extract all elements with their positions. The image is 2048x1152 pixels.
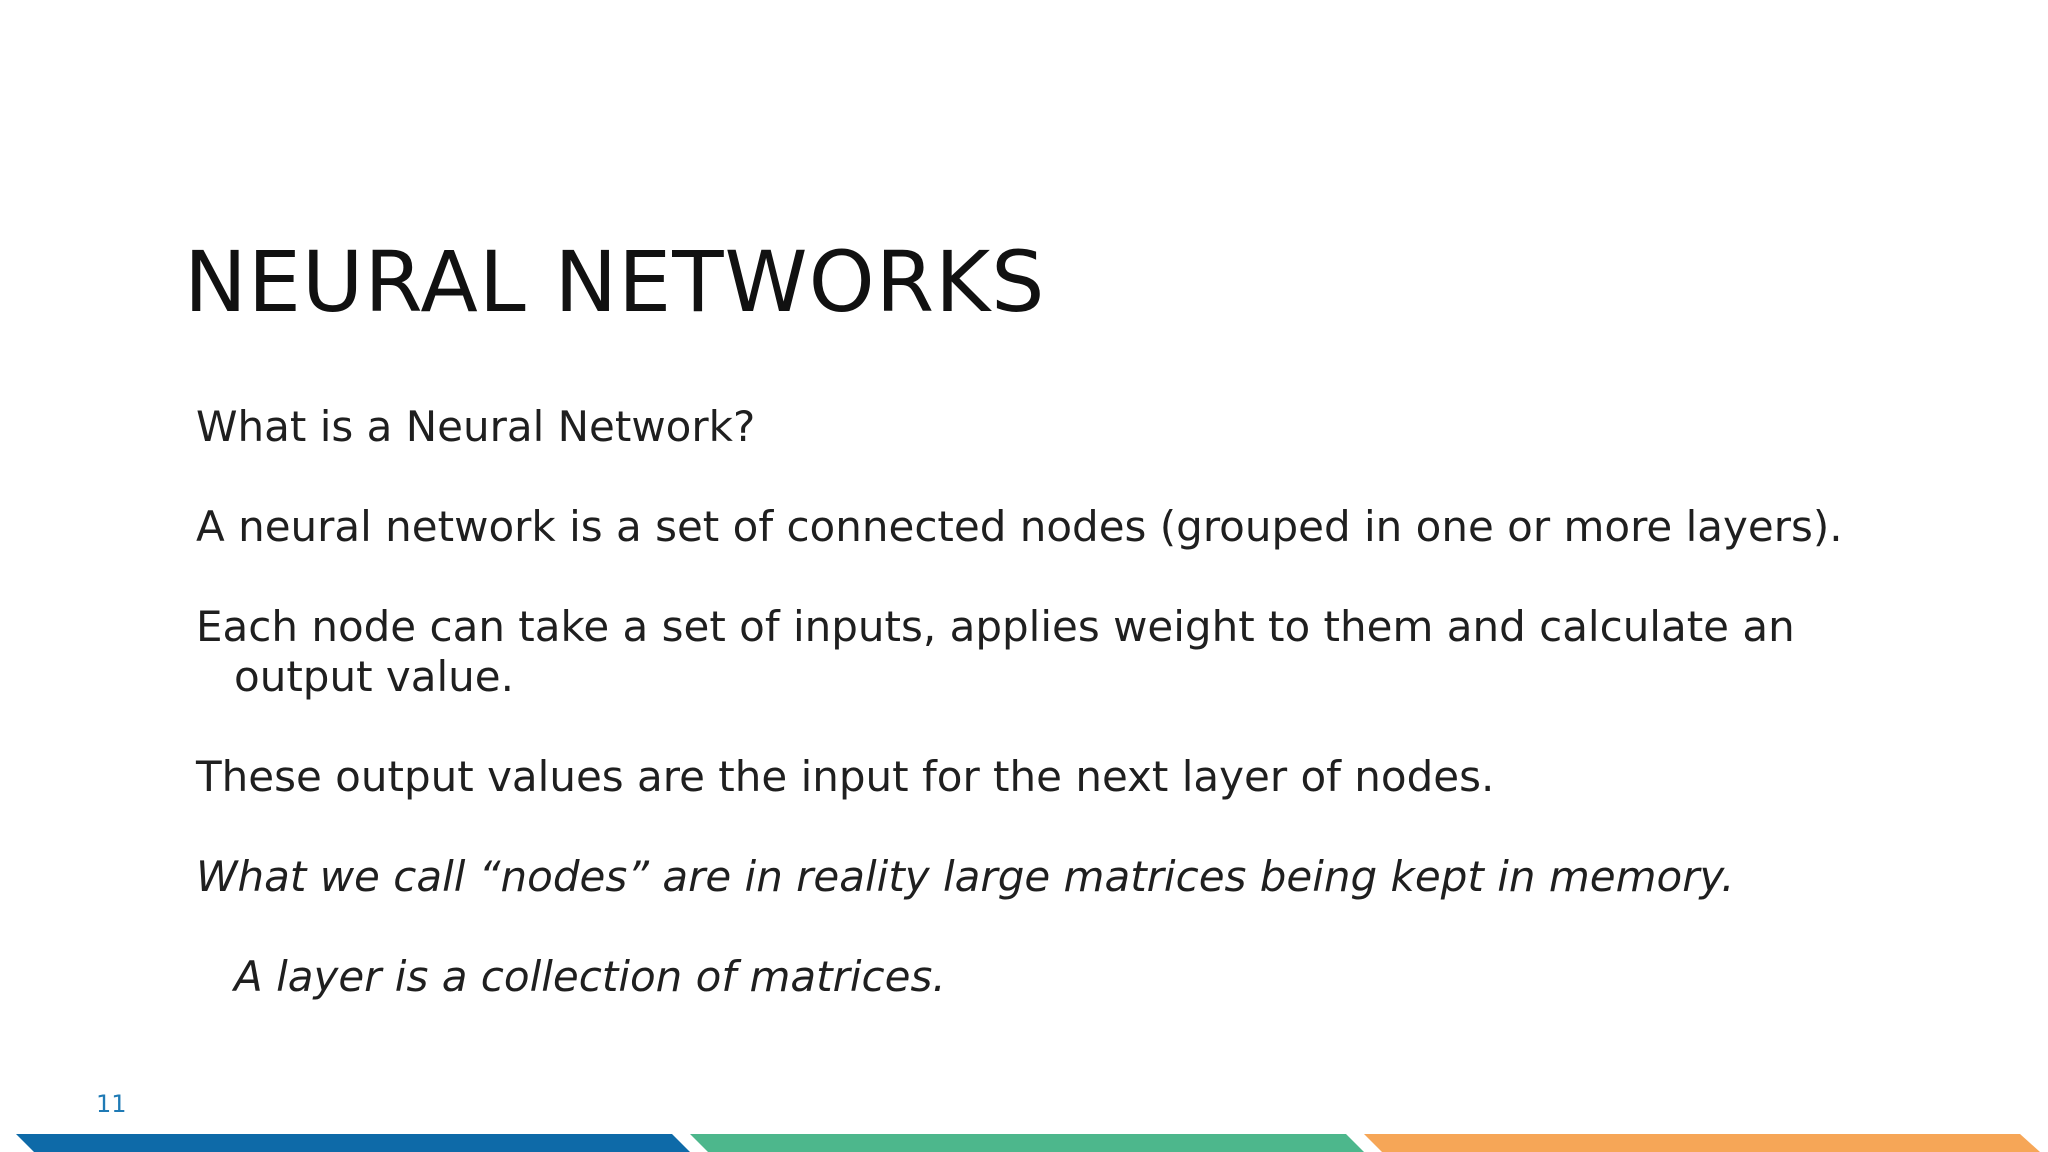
paragraph-nodes-note: What we call “nodes” are in reality larg…	[196, 852, 1735, 901]
paragraph-node-function: Each node can take a set of inputs, appl…	[196, 602, 1795, 701]
page-number: 11	[96, 1090, 127, 1118]
paragraph-layer-inputs: These output values are the input for th…	[196, 752, 1495, 801]
footer-segment-orange	[1364, 1134, 2040, 1152]
slide-body: What is a Neural Network? A neural netwo…	[196, 402, 1916, 1052]
paragraph-question: What is a Neural Network?	[196, 402, 756, 451]
paragraph-definition: A neural network is a set of connected n…	[196, 502, 1843, 551]
footer-color-bar	[16, 1134, 2040, 1152]
paragraph-layer-note: A layer is a collection of matrices.	[234, 952, 946, 1001]
slide-title: NEURAL NETWORKS	[184, 233, 1046, 331]
footer-segment-green	[690, 1134, 1364, 1152]
footer-segment-blue	[16, 1134, 690, 1152]
